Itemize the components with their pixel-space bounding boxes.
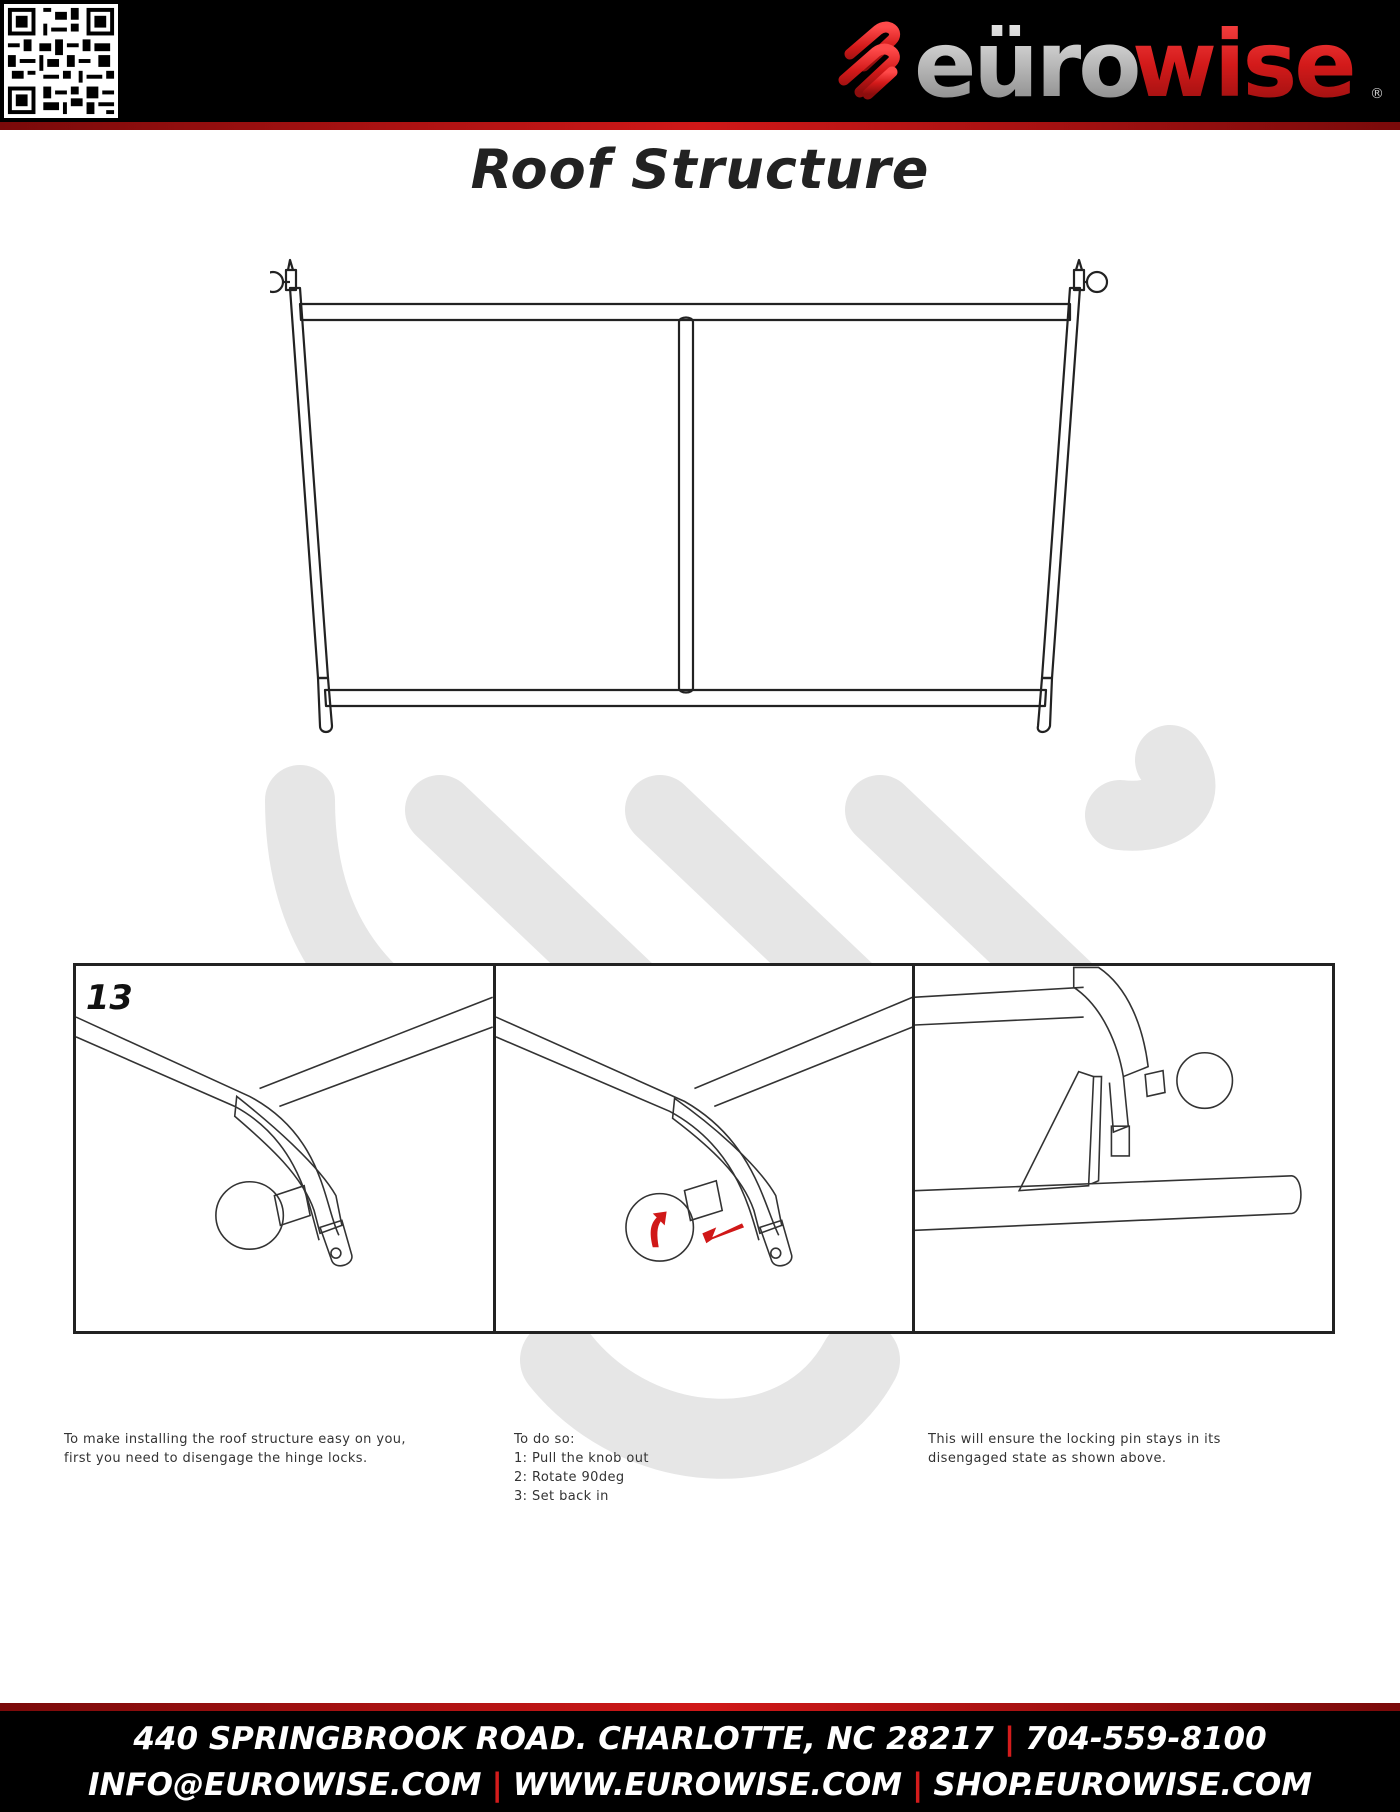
footer-address: 440 SPRINGBROOK ROAD. CHARLOTTE, NC 2821… bbox=[133, 1721, 994, 1757]
hinge-knob-rotate-illustration bbox=[495, 996, 913, 1267]
step-panel-3 bbox=[912, 966, 1332, 1331]
svg-text:wise: wise bbox=[1132, 11, 1354, 115]
footer-red-rule bbox=[0, 1703, 1400, 1711]
step-caption-3: This will ensure the locking pin stays i… bbox=[928, 1432, 1221, 1466]
step-panels: 13 bbox=[73, 963, 1335, 1334]
footer-bar: 440 SPRINGBROOK ROAD. CHARLOTTE, NC 2821… bbox=[0, 1711, 1400, 1812]
push-in-arrow-icon bbox=[702, 1223, 744, 1244]
step-panel-1: 13 bbox=[76, 966, 493, 1331]
eurowise-logo: eüro wise ® bbox=[838, 11, 1384, 115]
footer-contact-line: 440 SPRINGBROOK ROAD. CHARLOTTE, NC 2821… bbox=[0, 1721, 1400, 1757]
header-red-rule bbox=[0, 122, 1400, 130]
hinge-lock-disengaged-illustration bbox=[915, 966, 1303, 1232]
footer-website-link[interactable]: WWW.EUROWISE.COM bbox=[512, 1767, 903, 1803]
rotate-arrow-icon bbox=[650, 1211, 667, 1248]
header-bar: eüro wise ® bbox=[0, 0, 1400, 122]
step-caption-2: To do so: 1: Pull the knob out 2: Rotate… bbox=[514, 1432, 649, 1504]
step-caption-1: To make installing the roof structure ea… bbox=[64, 1432, 406, 1466]
eurowise-swirl-icon bbox=[838, 21, 901, 100]
footer-email-link[interactable]: INFO@EUROWISE.COM bbox=[87, 1767, 482, 1803]
footer-separator: | bbox=[1003, 1721, 1016, 1757]
svg-text:®: ® bbox=[1370, 86, 1384, 102]
qr-code-icon bbox=[4, 4, 118, 118]
footer-links-line: INFO@EUROWISE.COM|WWW.EUROWISE.COM|SHOP.… bbox=[0, 1767, 1400, 1803]
page-title: Roof Structure bbox=[470, 138, 930, 201]
footer-separator: | bbox=[912, 1767, 924, 1803]
step-number: 13 bbox=[86, 978, 133, 1017]
footer-phone[interactable]: 704-559-8100 bbox=[1025, 1721, 1267, 1757]
svg-text:eüro: eüro bbox=[914, 11, 1138, 115]
step-panel-2 bbox=[492, 966, 913, 1331]
footer-shop-link[interactable]: SHOP.EUROWISE.COM bbox=[933, 1767, 1313, 1803]
hinge-lock-engaged-illustration: 13 bbox=[76, 978, 493, 1267]
roof-structure-frame-illustration bbox=[270, 258, 1109, 734]
footer-separator: | bbox=[491, 1767, 503, 1803]
